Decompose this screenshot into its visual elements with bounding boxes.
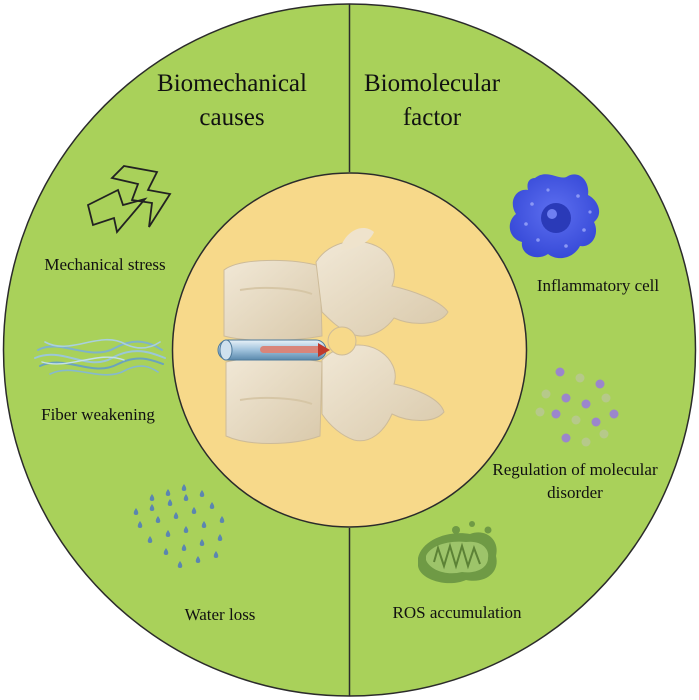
water-drop xyxy=(149,504,155,511)
water-drop xyxy=(183,494,189,501)
heading-right: Biomolecular xyxy=(364,70,501,97)
water-drop xyxy=(199,490,205,497)
water-drop xyxy=(201,521,207,528)
water-drop xyxy=(165,530,171,537)
molecule-dot xyxy=(609,409,619,419)
molecule-dot xyxy=(561,393,571,403)
label-ros-accumulation: ROS accumulation xyxy=(393,603,522,622)
molecule-dot xyxy=(571,415,581,425)
molecule-dot xyxy=(601,393,611,403)
water-drop xyxy=(163,548,169,555)
molecule-dot xyxy=(541,389,551,399)
molecule-dot xyxy=(535,407,545,417)
immune-cell-icon xyxy=(509,174,600,259)
molecule-dot xyxy=(551,409,561,419)
heading-right-2: factor xyxy=(403,104,462,131)
water-drop xyxy=(149,494,155,501)
molecule-dot xyxy=(581,437,591,447)
molecule-dot xyxy=(581,399,591,409)
label-regulation: Regulation of molecular xyxy=(492,460,658,479)
water-drop xyxy=(191,507,197,514)
water-drop xyxy=(199,539,205,546)
water-drop xyxy=(209,502,215,509)
heading-left-2: causes xyxy=(199,104,264,131)
molecule-dot xyxy=(575,373,585,383)
water-drop xyxy=(183,526,189,533)
molecule-dot xyxy=(555,367,565,377)
water-drop xyxy=(217,534,223,541)
label-regulation-2: disorder xyxy=(547,483,603,502)
water-drop xyxy=(165,489,171,496)
water-drop xyxy=(213,551,219,558)
molecule-dot xyxy=(595,379,605,389)
water-drop xyxy=(177,561,183,568)
fiber-strands-icon xyxy=(34,338,166,376)
label-mechanical-stress: Mechanical stress xyxy=(44,255,165,274)
lightning-bolt-outline-icon xyxy=(86,165,172,234)
water-droplets-icon xyxy=(133,484,225,568)
molecule-dot xyxy=(599,429,609,439)
spine-vertebrae-illustration xyxy=(217,228,449,444)
heading-left: Biomechanical xyxy=(157,70,307,97)
water-drop xyxy=(133,508,139,515)
water-drop xyxy=(181,544,187,551)
water-drop xyxy=(147,536,153,543)
water-drop xyxy=(173,512,179,519)
water-drop xyxy=(181,484,187,491)
molecule-dot xyxy=(561,433,571,443)
water-drop xyxy=(155,516,161,523)
water-drop xyxy=(195,556,201,563)
water-drop xyxy=(167,499,173,506)
label-water-loss: Water loss xyxy=(185,605,256,624)
water-drop xyxy=(219,516,225,523)
mitochondria-icon xyxy=(418,521,497,584)
label-inflammatory-cell: Inflammatory cell xyxy=(537,276,660,295)
label-fiber-weakening: Fiber weakening xyxy=(41,405,155,424)
molecule-dot xyxy=(591,417,601,427)
molecule-dots-icon xyxy=(535,367,619,447)
water-drop xyxy=(137,521,143,528)
